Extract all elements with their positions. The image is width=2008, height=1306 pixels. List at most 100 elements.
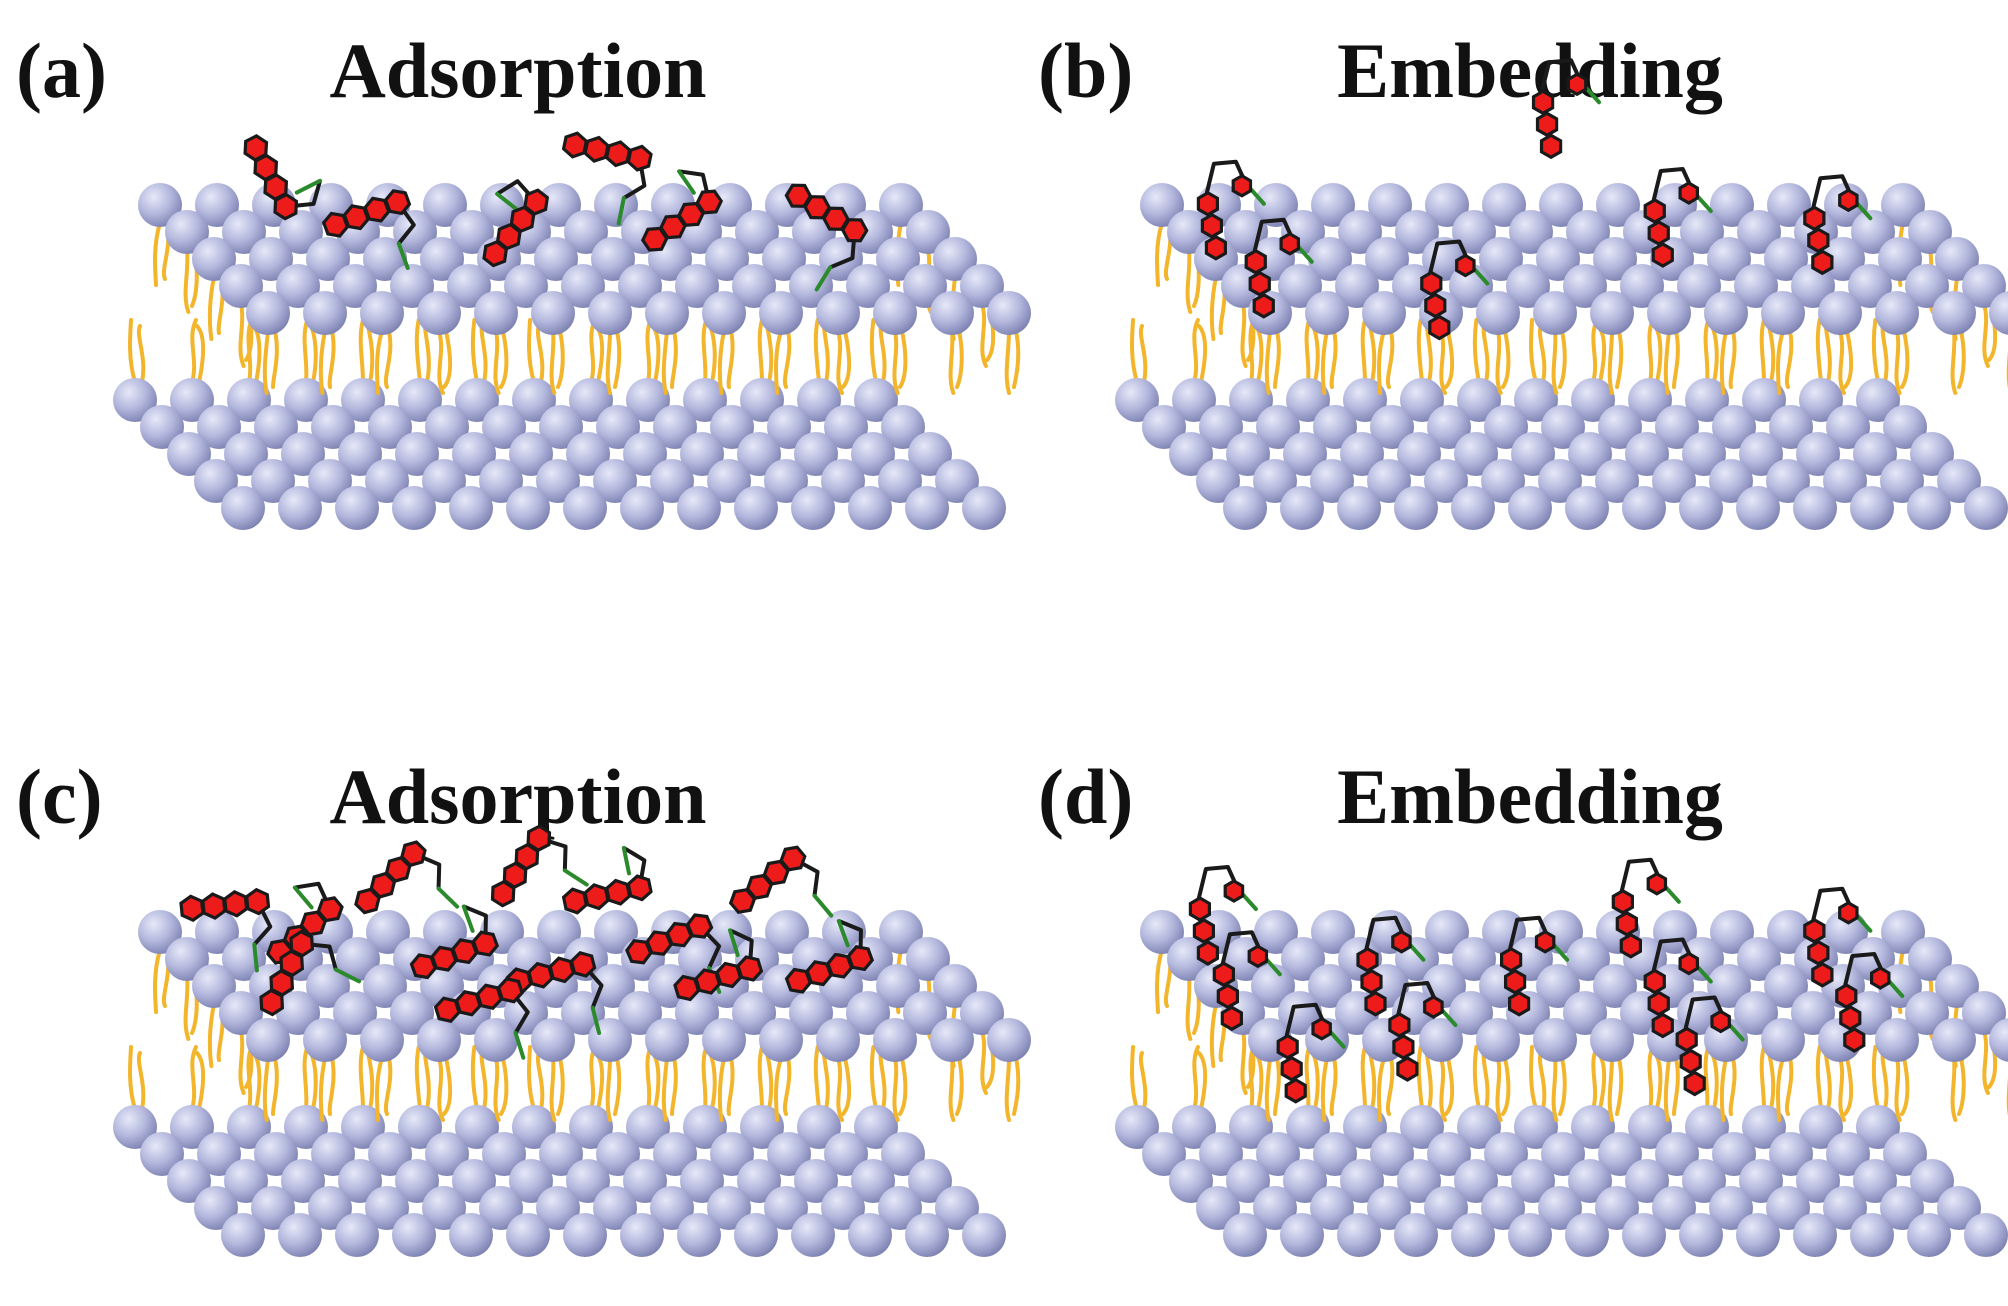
aromatic-ring — [1196, 940, 1220, 966]
embedded-molecule — [1420, 239, 1490, 341]
lipid-tail — [1377, 1056, 1386, 1122]
lipid-head — [1541, 1132, 1585, 1176]
alkyl-chain — [590, 1005, 602, 1035]
lipid-head — [1172, 378, 1216, 422]
embedded-molecule — [1196, 159, 1266, 261]
lipid-head — [821, 459, 865, 503]
lipid-tail — [1838, 329, 1846, 395]
lipid-head — [816, 1018, 860, 1062]
lipid-head — [1281, 937, 1325, 981]
lipid-head — [620, 486, 664, 530]
lipid-head — [278, 486, 322, 530]
aromatic-ring — [840, 218, 869, 243]
lipid-head — [705, 237, 749, 281]
lipid-tail — [1767, 1051, 1776, 1111]
lipid-head — [276, 264, 320, 308]
aromatic-ring — [1835, 983, 1858, 1009]
lipid-head — [1395, 210, 1439, 254]
aromatic-ring — [1204, 234, 1228, 261]
lipid-tail — [535, 324, 545, 384]
lipid-tail — [479, 1051, 488, 1111]
lipid-tail — [238, 1029, 246, 1095]
lipid-head — [1565, 486, 1609, 530]
lipid-head — [1875, 291, 1919, 335]
lipid-head — [455, 378, 499, 422]
lipid-head — [1226, 432, 1270, 476]
alkyl-chain — [461, 904, 475, 933]
aromatic-ring — [1869, 966, 1891, 990]
lipid-head — [734, 1213, 778, 1257]
lipid-tail — [841, 1056, 852, 1116]
lipid-head — [1851, 210, 1895, 254]
lipid-head — [390, 991, 434, 1035]
lipid-head — [566, 432, 610, 476]
lipid-head — [1856, 1105, 1900, 1149]
aromatic-ring — [1396, 1056, 1419, 1082]
lipid-head — [195, 910, 239, 954]
lipid-head — [710, 405, 754, 449]
panel-title: Adsorption — [329, 27, 707, 114]
lipid-tail — [499, 329, 509, 389]
lipid-head — [1571, 1105, 1615, 1149]
lipid-tail — [1719, 1056, 1728, 1122]
lipid-head — [1286, 378, 1330, 422]
lipid-head — [1682, 432, 1726, 476]
lipid-head — [195, 183, 239, 227]
lipid-tail — [499, 1056, 509, 1116]
lipid-head — [1566, 210, 1610, 254]
lipid-head — [452, 1159, 496, 1203]
aromatic-ring — [1843, 1027, 1866, 1053]
lipid-tail — [1767, 324, 1776, 384]
lipid-head — [1427, 1132, 1471, 1176]
lipid-tail — [651, 1051, 661, 1111]
lipid-tail — [437, 329, 445, 395]
lipid-tail — [1537, 324, 1547, 384]
drug-molecules — [179, 824, 875, 1060]
lipid-head — [1595, 459, 1639, 503]
lipid-head — [279, 210, 323, 254]
adsorbed-molecule — [409, 904, 500, 980]
lipid-head — [569, 378, 613, 422]
lipid-tail — [948, 329, 956, 395]
lipid-head — [1223, 1213, 1267, 1257]
lipid-head — [1736, 486, 1780, 530]
lipid-head — [1509, 210, 1553, 254]
lipid-head — [482, 405, 526, 449]
lipid-head — [816, 291, 860, 335]
lipid-head — [363, 964, 407, 1008]
aromatic-ring — [201, 892, 227, 920]
lipid-head — [246, 291, 290, 335]
lipid-head — [140, 1132, 184, 1176]
lipid-tail — [669, 329, 678, 389]
lipid-head — [1424, 459, 1468, 503]
lipid-head — [764, 459, 808, 503]
lipid-head — [1539, 183, 1583, 227]
lipid-tail — [1671, 329, 1680, 389]
lipid-head — [846, 264, 890, 308]
lipid-head — [735, 210, 779, 254]
lipid-tail — [1950, 1056, 1958, 1122]
lipid-tail — [1012, 329, 1021, 389]
lipid-head — [1313, 405, 1357, 449]
lipid-head — [564, 210, 608, 254]
lipid-head — [707, 459, 751, 503]
lipid-head — [227, 378, 271, 422]
lipid-head — [933, 964, 977, 1008]
aromatic-ring — [1611, 888, 1635, 915]
lipid-tail — [1185, 975, 1193, 1041]
aromatic-ring — [1566, 72, 1588, 97]
lipid-head — [365, 459, 409, 503]
lipid-head — [165, 937, 209, 981]
lipid-tail — [898, 1056, 908, 1116]
lipid-tail — [1416, 318, 1424, 384]
lipid-head — [873, 291, 917, 335]
lipid-head — [1223, 486, 1267, 530]
lipid-head — [1226, 1159, 1270, 1203]
lipid-tail — [1537, 1051, 1547, 1111]
lipid-head — [1850, 1213, 1894, 1257]
lipid-head — [1793, 1213, 1837, 1257]
lipid-tail — [1254, 1051, 1264, 1111]
lipid-tail — [383, 329, 393, 389]
lipid-head — [789, 991, 833, 1035]
lipid-tail — [1320, 329, 1329, 395]
